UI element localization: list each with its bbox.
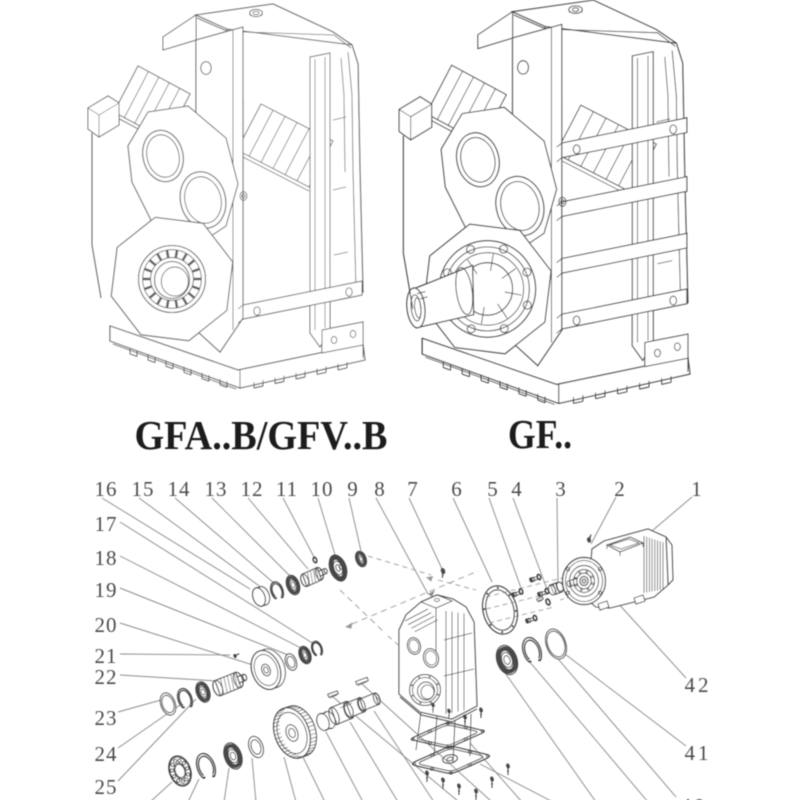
callout-24: 24 xyxy=(95,742,118,766)
callout-41: 41 xyxy=(685,741,712,765)
line-art: 1234567891011121314151617181920212223242… xyxy=(87,0,712,800)
leader-lines xyxy=(101,496,693,782)
exploded-view-drawing xyxy=(101,496,693,800)
exploded-housing xyxy=(398,594,478,723)
callout-19: 19 xyxy=(95,578,118,602)
callout-6: 6 xyxy=(451,477,463,501)
output-shaft-parts xyxy=(168,676,381,787)
ink-drawing xyxy=(87,0,693,800)
callout-23: 23 xyxy=(95,706,118,730)
callout-12: 12 xyxy=(241,477,264,501)
callout-5: 5 xyxy=(487,477,499,501)
gearbox-right-drawing xyxy=(398,0,691,405)
model-label-right: GF.. xyxy=(508,411,572,457)
gasket-plate xyxy=(410,721,485,749)
callout-22: 22 xyxy=(95,665,118,689)
oil-pan xyxy=(412,745,490,775)
callout-7: 7 xyxy=(407,477,419,501)
gearbox-left-drawing xyxy=(87,3,366,390)
input-bearing-and-retaining-rings xyxy=(495,628,567,676)
model-label-left: GFA..B/GFV..B xyxy=(135,412,388,458)
housing-cover-screws xyxy=(425,702,510,800)
leader-lines-to-offscreen-callouts xyxy=(151,652,677,800)
callout-14: 14 xyxy=(168,477,191,501)
callout-17: 17 xyxy=(95,512,118,536)
callout-10: 10 xyxy=(311,477,334,501)
callout-13: 13 xyxy=(205,477,228,501)
callout-11: 11 xyxy=(276,477,298,501)
callout-labels: 1234567891011121314151617181920212223242… xyxy=(95,477,712,800)
callout-25: 25 xyxy=(95,775,118,799)
callout-9: 9 xyxy=(347,477,359,501)
callout-2: 2 xyxy=(614,477,626,501)
callout-16: 16 xyxy=(95,477,118,501)
callout-20: 20 xyxy=(95,613,118,637)
callout-21: 21 xyxy=(95,644,118,668)
callout-4: 4 xyxy=(511,477,523,501)
callout-18: 18 xyxy=(95,546,118,570)
motor-drawing xyxy=(561,528,674,611)
callout-40-clipped: 40 xyxy=(681,794,708,800)
model-labels: GFA..B/GFV..B GF.. xyxy=(135,411,573,458)
intermediate-shaft-parts xyxy=(159,640,324,716)
input-shaft-parts xyxy=(252,550,367,607)
callout-1: 1 xyxy=(691,477,703,501)
callout-8: 8 xyxy=(374,477,386,501)
callout-15: 15 xyxy=(132,477,155,501)
callout-3: 3 xyxy=(555,477,567,501)
motor-flange-gasket-and-bolts xyxy=(481,573,564,635)
callout-42: 42 xyxy=(685,673,712,697)
